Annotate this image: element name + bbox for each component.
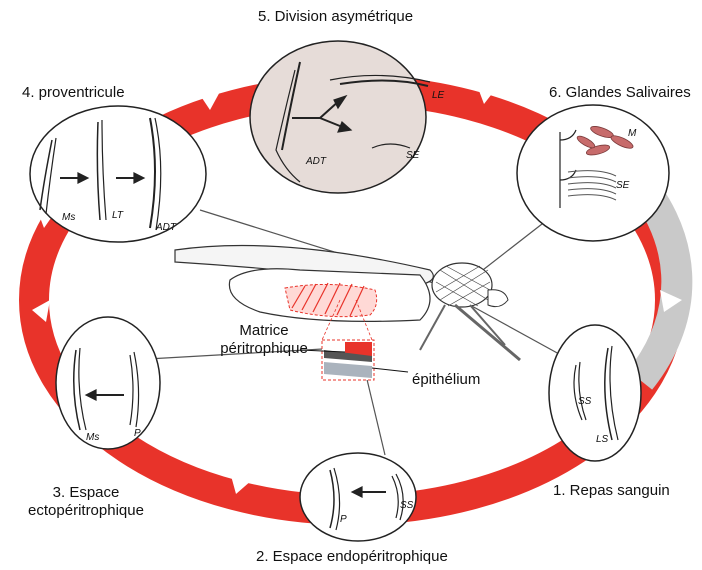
bubble-blood-meal (549, 325, 641, 461)
stage-title-4: 4. proventricule (22, 84, 125, 102)
stage-title-3: 3. Espace ectopéritrophique (6, 484, 166, 520)
form-label: Ms (86, 432, 99, 443)
stage-title-6: 6. Glandes Salivaires (549, 84, 691, 102)
pointer-lines (130, 210, 570, 455)
matrix-label: Matrice péritrophique (204, 322, 324, 358)
form-label: SS (400, 500, 413, 511)
stage-title-2: 2. Espace endopéritrophique (256, 548, 448, 566)
stage-title-3-line-2: ectopéritrophique (6, 502, 166, 520)
stage-title-3-line-1: 3. Espace (6, 484, 166, 502)
form-label: LS (596, 434, 608, 445)
epithelium-label: épithélium (412, 371, 480, 389)
stage-title-1: 1. Repas sanguin (553, 482, 670, 500)
form-label: ADT (306, 156, 326, 167)
form-label: Ms (62, 212, 75, 223)
form-label: SE (616, 180, 629, 191)
form-label: SE (406, 150, 419, 161)
form-label: LE (432, 90, 444, 101)
form-label: M (628, 128, 636, 139)
form-label: LT (112, 210, 123, 221)
bubble-proventricule (30, 106, 206, 242)
bubble-salivary (517, 105, 669, 241)
bubble-division (250, 41, 426, 193)
form-label: SS (578, 396, 591, 407)
matrix-label-line-2: péritrophique (204, 340, 324, 358)
matrix-label-line-1: Matrice (204, 322, 324, 340)
form-label: P (134, 428, 141, 439)
form-label: P (340, 514, 347, 525)
bubble-ecto (56, 317, 160, 449)
form-label: ADT (156, 222, 176, 233)
stage-title-5: 5. Division asymétrique (258, 8, 413, 26)
